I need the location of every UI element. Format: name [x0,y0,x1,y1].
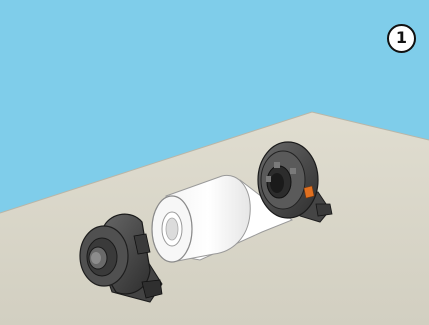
right-holder-hub-hole [270,173,284,193]
right-holder-tooth [290,168,296,174]
left-holder-knob-cap [91,252,101,264]
paper-roll-core-hole [166,218,178,240]
right-holder-tooth [266,176,271,182]
right-holder-lever [304,186,314,198]
right-holder-tooth [274,162,280,168]
right-holder-foot [316,204,332,216]
step-number-badge: 1 [387,24,416,53]
